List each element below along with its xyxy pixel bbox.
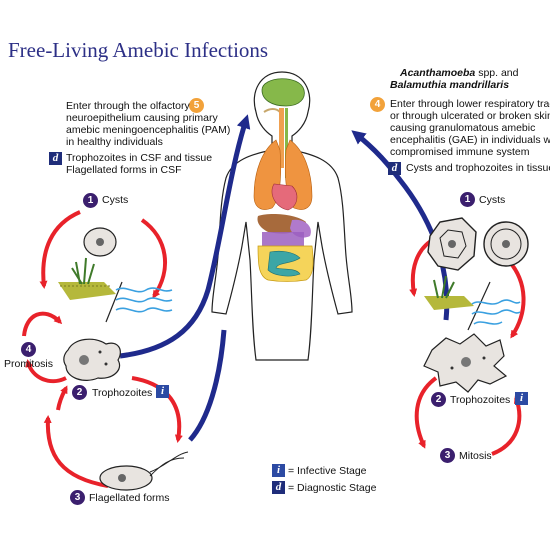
right-route-line-3: causing granulomatous amebic	[390, 122, 536, 134]
left-diagnostic-line-1: Trophozoites in CSF and tissue	[66, 152, 213, 164]
right-diagnostic-badge: d	[388, 162, 401, 175]
right-cyst-illustration-2	[483, 221, 529, 267]
left-cycle-arrows	[22, 210, 183, 488]
right-species-1: Acanthamoeba	[400, 67, 476, 79]
right-diagnostic-label: Cysts and trophozoites in tissue	[406, 162, 550, 174]
left-trophozoites-badge: 2	[72, 385, 87, 400]
right-route-arrow	[351, 130, 450, 321]
right-infective-badge: i	[515, 392, 528, 405]
right-species-2: Balamuthia mandrillaris	[390, 79, 510, 91]
left-route-line-2: neuroepithelium causing primary	[66, 112, 218, 124]
small-intestine	[267, 250, 301, 277]
left-environment-illustration	[58, 257, 173, 323]
left-cyst-illustration	[83, 227, 117, 257]
right-route-line-5: compromised immune system	[390, 146, 530, 158]
left-route-line-3: amebic meningoencephalitis (PAM)	[66, 124, 231, 136]
trachea	[279, 108, 284, 168]
left-route-arrow	[119, 114, 251, 359]
legend-infective-label: = Infective Stage	[288, 465, 367, 477]
left-promitosis-label: Promitosis	[4, 358, 54, 370]
left-trophozoite-illustration	[63, 338, 121, 381]
right-cysts-badge: 1	[460, 192, 475, 207]
human-body-illustration	[211, 71, 353, 361]
right-cysts-label: Cysts	[479, 194, 506, 206]
right-cyst-illustration-1	[427, 217, 477, 271]
left-cysts-label: Cysts	[102, 194, 129, 206]
right-route-badge: 4	[370, 97, 385, 112]
left-trophozoites-label: Trophozoites	[92, 387, 153, 399]
right-mitosis-badge: 3	[440, 448, 455, 463]
left-route-line-1: Enter through the olfactory	[66, 100, 190, 112]
brain	[261, 78, 305, 107]
right-species-1-suffix: spp. and	[475, 67, 519, 79]
legend-diagnostic-label: = Diagnostic Stage	[288, 482, 377, 494]
left-route-line-4: in healthy individuals	[66, 136, 163, 148]
right-trophozoite-illustration	[423, 333, 508, 393]
left-promitosis-badge: 4	[21, 342, 36, 357]
legend-infective-badge: i	[272, 464, 285, 477]
right-trophozoites-badge: 2	[431, 392, 446, 407]
right-species-line-1: Acanthamoeba spp. and	[400, 67, 518, 79]
right-route-line-1: Enter through lower respiratory tract	[390, 98, 550, 110]
right-environment-illustration	[424, 275, 521, 331]
flagellated-route-arrow	[188, 329, 227, 442]
left-infective-badge: i	[156, 385, 169, 398]
left-flagellated-illustration	[99, 451, 189, 491]
right-route-line-2: or through ulcerated or broken skin	[390, 110, 550, 122]
left-diagnostic-badge: d	[49, 152, 62, 165]
left-cysts-badge: 1	[83, 193, 98, 208]
heart	[271, 183, 298, 211]
left-flagellated-label: Flagellated forms	[89, 492, 170, 504]
diagram-title: Free-Living Amebic Infections	[8, 38, 269, 62]
route-arrows	[119, 114, 450, 442]
left-route-badge: 5	[189, 98, 204, 113]
left-flagellated-badge: 3	[70, 490, 85, 505]
right-mitosis-label: Mitosis	[459, 450, 492, 462]
right-trophozoites-label: Trophozoites	[450, 394, 511, 406]
right-route-line-4: encephalitis (GAE) in individuals with	[390, 134, 550, 146]
left-diagnostic-line-2: Flagellated forms in CSF	[66, 164, 182, 176]
legend-diagnostic-badge: d	[272, 481, 285, 494]
